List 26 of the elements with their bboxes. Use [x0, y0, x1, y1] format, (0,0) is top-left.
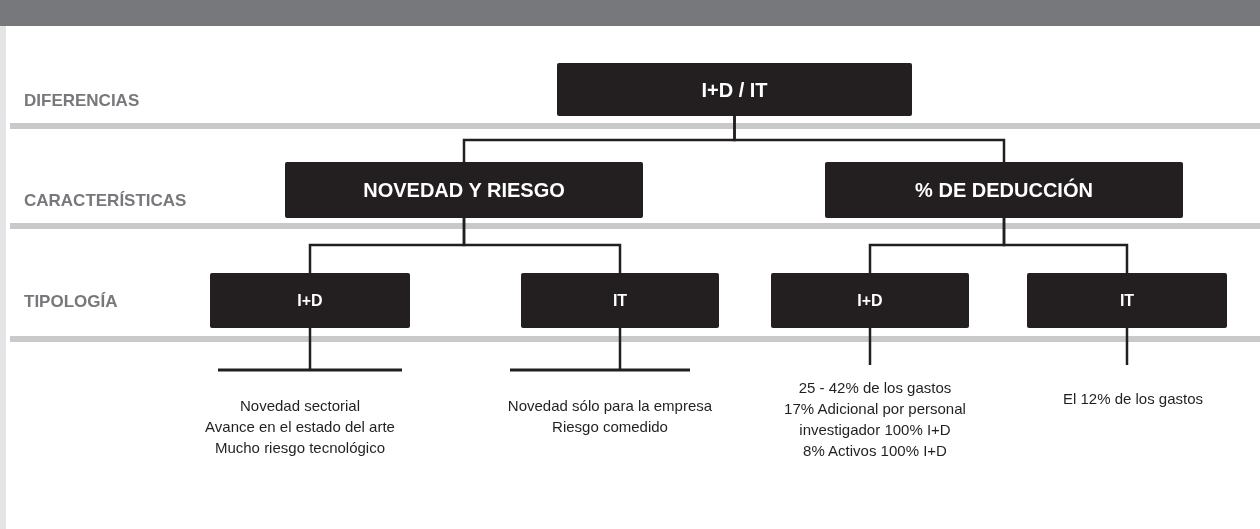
- level-label: CARACTERÍSTICAS: [24, 190, 187, 212]
- description-text: Novedad sólo para la empresa: [507, 396, 713, 416]
- level-label: TIPOLOGÍA: [24, 291, 118, 313]
- connector-line: [1125, 328, 1129, 365]
- description-text: Mucho riesgo tecnológico: [214, 438, 386, 458]
- level-label: DIFERENCIAS: [24, 90, 140, 112]
- description-text: Avance en el estado del arte: [205, 417, 395, 437]
- category-box: I+D: [771, 273, 969, 328]
- category-box: IT: [521, 273, 719, 328]
- category-box: I+D: [210, 273, 410, 328]
- description-text: 17% Adicional por personal investigador 100% I+D: [783, 399, 967, 440]
- connector-line: [618, 328, 622, 370]
- description-text: El 12% de los gastos: [1062, 389, 1204, 409]
- connector-line: [1002, 218, 1129, 273]
- connector-line: [868, 328, 872, 365]
- description-text: Riesgo comedido: [552, 417, 668, 437]
- description-text: 25 - 42% de los gastos: [798, 378, 952, 398]
- connector-line: [733, 116, 1006, 162]
- category-box: NOVEDAD Y RIESGO: [285, 162, 643, 218]
- connector-line: [308, 328, 312, 370]
- category-box: % DE DEDUCCIÓN: [825, 162, 1183, 218]
- category-box: IT: [1027, 273, 1227, 328]
- description-text: 8% Activos 100% I+D: [803, 441, 947, 461]
- category-box: I+D / IT: [557, 63, 912, 116]
- description-text: Novedad sectorial: [239, 396, 361, 416]
- connector-line: [462, 218, 622, 273]
